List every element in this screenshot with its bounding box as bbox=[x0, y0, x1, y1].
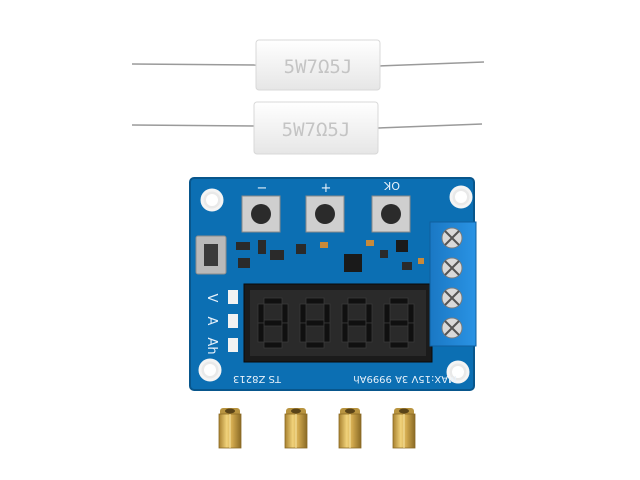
resistor-label: 5W7Ω5J bbox=[282, 119, 351, 141]
display-segment bbox=[347, 341, 367, 349]
display-segment bbox=[257, 322, 265, 343]
resistor-lead bbox=[131, 124, 259, 127]
standoff-4 bbox=[392, 408, 416, 449]
display-segment bbox=[389, 341, 409, 349]
resistor-label: 5W7Ω5J bbox=[284, 56, 353, 78]
display-digits bbox=[257, 297, 415, 349]
display-segment bbox=[407, 303, 415, 324]
display-digit bbox=[299, 297, 331, 349]
display-digit bbox=[383, 297, 415, 349]
display-digit bbox=[257, 297, 289, 349]
resistor-lead bbox=[377, 123, 483, 129]
display-segment bbox=[365, 322, 373, 343]
led-indicator-ah bbox=[228, 338, 238, 352]
display-digit bbox=[341, 297, 373, 349]
display-segment bbox=[305, 341, 325, 349]
terminal-screw-icon bbox=[441, 227, 463, 249]
button-label-plus: + bbox=[321, 181, 332, 196]
display-segment bbox=[263, 297, 283, 305]
button-plus[interactable] bbox=[305, 195, 345, 233]
smd-components bbox=[236, 240, 424, 272]
unit-label-ah: Ah bbox=[204, 337, 219, 354]
button-minus[interactable] bbox=[241, 195, 281, 233]
terminal-screw-icon bbox=[441, 257, 463, 279]
brass-standoffs bbox=[218, 408, 416, 449]
unit-label-v: V bbox=[204, 294, 219, 303]
display-segment bbox=[347, 319, 367, 327]
resistor-lead bbox=[377, 61, 485, 67]
display-segment bbox=[383, 322, 391, 343]
display-segment bbox=[299, 322, 307, 343]
display-segment bbox=[347, 297, 367, 305]
spec-label: MAX:15V 3A 9999Ah bbox=[353, 373, 456, 384]
display-segment bbox=[263, 341, 283, 349]
display-segment bbox=[305, 297, 325, 305]
button-label-minus: − bbox=[257, 181, 268, 196]
resistor-lead bbox=[131, 63, 259, 66]
unit-labels: V A Ah bbox=[204, 290, 238, 355]
display-segment bbox=[341, 303, 349, 324]
display-segment bbox=[383, 303, 391, 324]
display-segment bbox=[263, 319, 283, 327]
resistor-1: 5W7Ω5J bbox=[131, 39, 485, 91]
terminal-screw-icon bbox=[441, 287, 463, 309]
screw-terminal-block bbox=[429, 221, 477, 347]
standoff-3 bbox=[338, 408, 362, 449]
standoff-2 bbox=[284, 408, 308, 449]
button-ok[interactable] bbox=[371, 195, 411, 233]
unit-label-a: A bbox=[204, 317, 219, 326]
display-segment bbox=[281, 303, 289, 324]
display-segment bbox=[323, 303, 331, 324]
seven-segment-display: 8888 bbox=[0, 0, 433, 363]
resistor-2: 5W7Ω5J bbox=[131, 101, 483, 155]
display-segment bbox=[407, 322, 415, 343]
resistor-body bbox=[255, 39, 381, 91]
led-indicator-a bbox=[228, 314, 238, 328]
pcb-board: − + OK bbox=[0, 0, 477, 391]
resistor-body bbox=[253, 101, 379, 155]
display-segment bbox=[365, 303, 373, 324]
display-segment bbox=[389, 319, 409, 327]
display-segment bbox=[257, 303, 265, 324]
display-segment bbox=[281, 322, 289, 343]
micro-usb-port bbox=[195, 235, 227, 275]
button-label-ok: OK bbox=[383, 179, 400, 192]
mounting-holes bbox=[198, 185, 473, 384]
display-segment bbox=[389, 297, 409, 305]
model-label: TS Z8213 bbox=[233, 373, 282, 384]
standoff-1 bbox=[218, 408, 242, 449]
display-segment bbox=[323, 322, 331, 343]
terminal-screw-icon bbox=[441, 317, 463, 339]
display-segment bbox=[299, 303, 307, 324]
led-indicator-v bbox=[228, 290, 238, 304]
display-digits-value: 8888 bbox=[0, 0, 3, 1]
display-segment bbox=[305, 319, 325, 327]
display-segment bbox=[341, 322, 349, 343]
